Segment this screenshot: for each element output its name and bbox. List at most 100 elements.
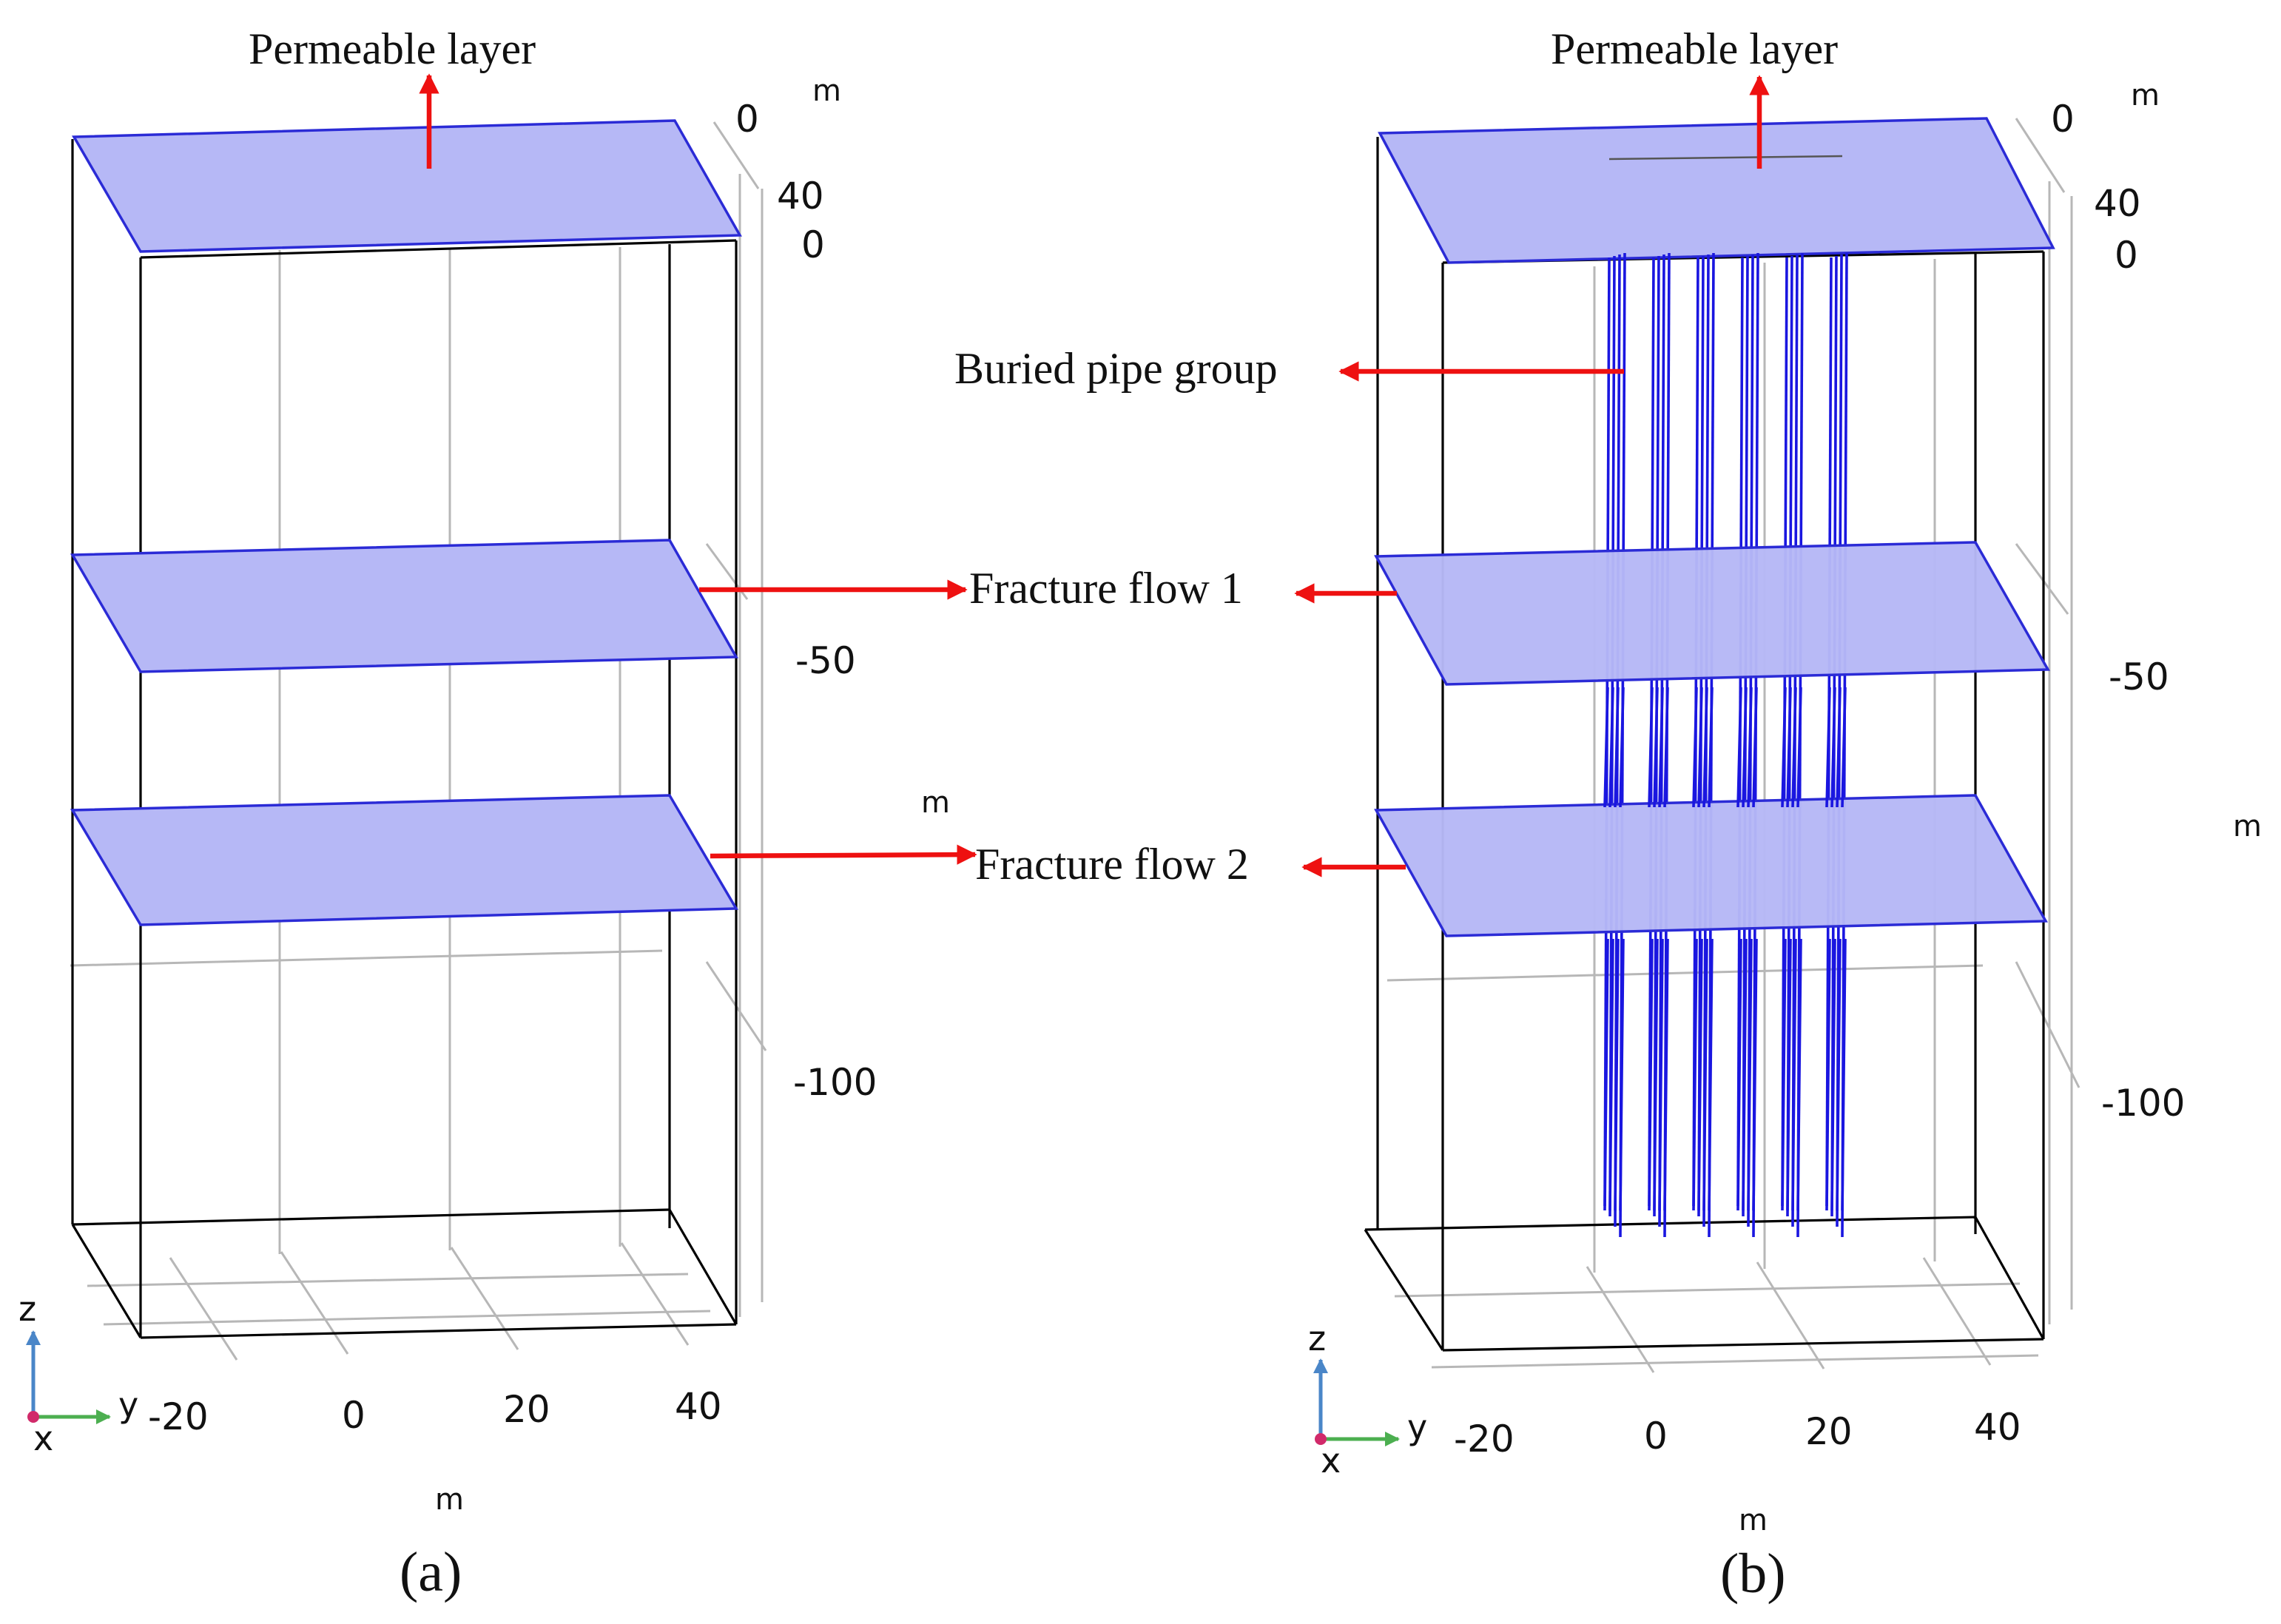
unit-bottom-a: m	[435, 1483, 464, 1517]
buried-pipe-segment	[1608, 687, 1614, 808]
tick-labels-b: 0 40 m 0 -50 -100 m -20 0 20 40 m	[1454, 78, 2262, 1537]
buried-pipe-segment	[1648, 938, 1654, 1211]
fracture-plane-2-b	[1374, 794, 2048, 937]
buried-pipe-segment	[1791, 938, 1797, 1211]
model-box-a	[71, 139, 738, 1339]
buried-pipe-segment	[1752, 687, 1758, 808]
unit-mid-a: m	[921, 786, 950, 820]
buried-pipe-segment	[1619, 687, 1625, 808]
permeable-label-b: Permeable layer	[1551, 24, 1838, 73]
planes-a	[70, 119, 742, 926]
buried-pipe-segment	[1608, 938, 1614, 1211]
buried-pipe-segment	[1692, 687, 1698, 808]
buried-pipe-segment	[1786, 938, 1792, 1211]
y-tick-0-b: 0	[1644, 1415, 1668, 1458]
buried-pipe-segment	[1614, 687, 1620, 808]
buried-pipe-segment	[1708, 687, 1714, 808]
buried-pipe-segment	[1830, 938, 1836, 1211]
wall-grid-a	[70, 121, 767, 1317]
buried-pipe-segment	[1697, 687, 1703, 808]
y-tick-neg20-b: -20	[1454, 1418, 1515, 1460]
z-tick-0-b: 0	[2115, 234, 2138, 277]
floor-grid-b	[1394, 1257, 2039, 1373]
buried-pipe-segment	[1736, 687, 1742, 808]
z-tick-neg100-a: -100	[793, 1061, 877, 1104]
pipe-group-label: Buried pipe group	[954, 344, 1278, 393]
wall-grid-b	[1387, 118, 2080, 1324]
buried-pipe-segment	[1653, 687, 1659, 808]
y-tick-20-b: 20	[1805, 1410, 1853, 1453]
fracture2-arrow-a	[710, 844, 977, 865]
y-tick-40-b: 40	[1974, 1406, 2021, 1449]
fracture-plane-2-a	[70, 794, 739, 926]
fracture-plane-1-a	[70, 539, 738, 673]
buried-pipe-group-visible-segments	[1603, 687, 1847, 1211]
buried-pipe-segment	[1663, 687, 1669, 808]
buried-pipe-segment	[1841, 938, 1847, 1211]
permeable-label-a: Permeable layer	[249, 24, 536, 73]
buried-pipe-segment	[1752, 938, 1758, 1211]
axis-x-label-b: x	[1321, 1441, 1341, 1480]
buried-pipe-group	[1603, 252, 1848, 1238]
y-tick-20-a: 20	[503, 1388, 550, 1431]
permeable-plane-a	[72, 119, 742, 253]
buried-pipe-segment	[1614, 938, 1620, 1211]
buried-pipe-segment	[1663, 938, 1669, 1211]
buried-pipe-segment	[1786, 687, 1792, 808]
axis-y-label-b: y	[1407, 1407, 1427, 1447]
axis-z-label-b: z	[1308, 1318, 1326, 1358]
buried-pipe-segment	[1747, 687, 1753, 808]
y-tick-neg20-a: -20	[148, 1395, 209, 1438]
buried-pipe-segment	[1791, 687, 1797, 808]
buried-pipe-segment	[1742, 687, 1748, 808]
buried-pipe-segment	[1736, 938, 1742, 1211]
labels-b: Permeable layer Buried pipe group (b)	[954, 24, 1838, 1605]
buried-pipe-segment	[1702, 938, 1708, 1211]
buried-pipe-segment	[1781, 687, 1787, 808]
unit-mid-b: m	[2233, 809, 2262, 843]
buried-pipe-segment	[1708, 938, 1714, 1211]
buried-pipe-segment	[1796, 687, 1802, 808]
tick-labels-a: 0 40 m 0 -50 -100 m -20 0 20 40 m	[148, 74, 950, 1517]
buried-pipe-segment	[1658, 687, 1664, 808]
buried-pipe-segment	[1697, 938, 1703, 1211]
top-tick-40-b: 40	[2094, 182, 2141, 225]
buried-pipe-segment	[1841, 687, 1847, 808]
buried-pipe-segment	[1830, 687, 1836, 808]
top-tick-40-a: 40	[777, 175, 824, 218]
axis-triad-a: z y x	[18, 1289, 138, 1458]
buried-pipe-segment	[1603, 938, 1609, 1211]
buried-pipe-segment	[1648, 687, 1654, 808]
panel-b: 0 40 m 0 -50 -100 m -20 0 20 40 m z y x …	[954, 24, 2262, 1605]
buried-pipe-segment	[1619, 938, 1625, 1211]
z-tick-neg50-a: -50	[795, 639, 856, 682]
buried-pipe-segment	[1836, 938, 1842, 1211]
buried-pipe-segment	[1781, 938, 1787, 1211]
unit-bottom-b: m	[1739, 1503, 1768, 1537]
buried-pipe-segment	[1603, 687, 1609, 808]
z-tick-neg100-b: -100	[2101, 1082, 2185, 1125]
buried-pipe-segment	[1825, 938, 1831, 1211]
y-tick-40-a: 40	[675, 1385, 722, 1428]
buried-pipe-segment	[1702, 687, 1708, 808]
buried-pipe-segment	[1653, 938, 1659, 1211]
arrows-a	[419, 73, 977, 865]
panel-a: 0 40 m 0 -50 -100 m -20 0 20 40 m z y x …	[18, 24, 1249, 1603]
buried-pipe-segment	[1836, 687, 1842, 808]
top-tick-0-a: 0	[735, 98, 759, 141]
buried-pipe-segment	[1742, 938, 1748, 1211]
buried-pipe-segment	[1658, 938, 1664, 1211]
z-tick-0-a: 0	[801, 223, 825, 266]
axis-x-label-a: x	[33, 1418, 53, 1458]
buried-pipe-segment	[1796, 938, 1802, 1211]
axis-z-label-a: z	[18, 1289, 36, 1329]
z-tick-neg50-b: -50	[2109, 656, 2169, 698]
caption-a: (a)	[400, 1541, 462, 1603]
axis-y-label-a: y	[118, 1385, 138, 1425]
unit-top-b: m	[2131, 78, 2160, 112]
y-tick-0-a: 0	[342, 1394, 365, 1437]
fracture1-label: Fracture flow 1	[969, 564, 1243, 613]
top-tick-0-b: 0	[2051, 98, 2075, 141]
